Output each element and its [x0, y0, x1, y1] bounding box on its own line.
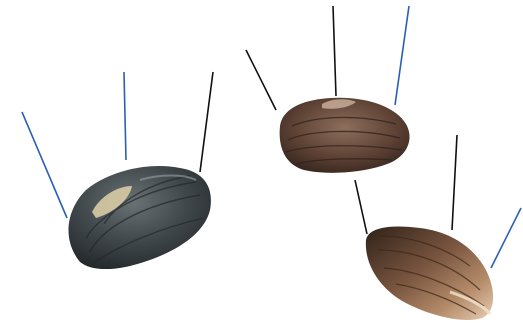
- leader-line-black-5: [452, 135, 457, 230]
- center-mussel-shell: [280, 98, 410, 173]
- right-shell-body: [366, 227, 493, 321]
- left-mussel-shell: [69, 166, 211, 269]
- right-mussel-shell: [366, 227, 493, 321]
- leader-line-blue-2: [124, 72, 126, 160]
- leader-line-black-1: [200, 72, 213, 172]
- leader-line-blue-1: [22, 112, 67, 218]
- leader-line-blue-4: [491, 208, 521, 268]
- leader-line-blue-3: [395, 6, 409, 105]
- left-shell-body: [69, 166, 211, 269]
- leader-line-black-3: [333, 6, 336, 96]
- leader-line-black-4: [355, 180, 367, 234]
- leader-line-black-2: [246, 50, 276, 110]
